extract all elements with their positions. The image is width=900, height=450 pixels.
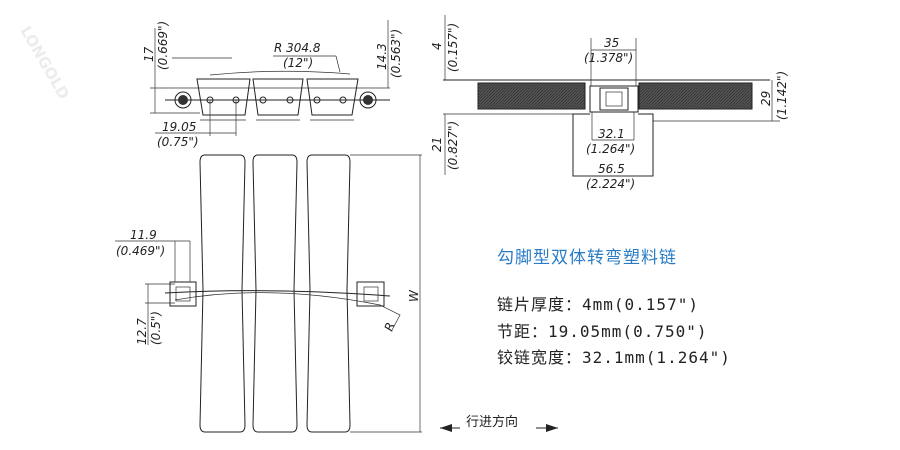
section-view: 4 (0.157") 35 (1.378") 21 (0.827") 32.1 … xyxy=(430,15,789,191)
right-dim: 14.3 xyxy=(375,43,389,70)
base-dim-in: (2.224") xyxy=(586,177,635,191)
radius-dim: R 304.8 xyxy=(274,41,321,55)
offset-dim: 12.7 xyxy=(135,318,149,345)
plan-view: 11.9 (0.469") 12.7 (0.5") W R xyxy=(115,154,422,433)
pitch-dim: 19.05 xyxy=(162,120,196,134)
base-dim: 56.5 xyxy=(598,162,625,176)
top-dim-in: (1.378") xyxy=(584,51,633,65)
right-dim-in: (0.563") xyxy=(389,29,403,78)
total-dim-in: (1.142") xyxy=(775,71,789,120)
total-dim: 29 xyxy=(759,91,773,106)
thickness-dim: 4 xyxy=(430,42,444,50)
svg-text:LONGOLD: LONGOLD xyxy=(17,23,73,102)
product-title: 勾脚型双体转弯塑料链 xyxy=(497,248,677,268)
direction-arrow xyxy=(440,410,558,432)
tab-dim-in: (0.469") xyxy=(116,244,165,258)
direction-label: 行进方向 xyxy=(466,415,519,430)
height-dim: 17 xyxy=(142,46,156,62)
radius-dim-in: (12") xyxy=(283,56,313,70)
hinge-dim: 32.1 xyxy=(598,127,625,141)
side-view: 17 (0.669") R 304.8 (12") 14.3 (0.563") … xyxy=(142,20,403,149)
hinge-dim-in: (1.264") xyxy=(586,142,635,156)
tab-dim: 11.9 xyxy=(130,228,157,242)
watermark: LONGOLD xyxy=(17,23,73,102)
offset-dim-in: (0.5") xyxy=(149,311,163,345)
spec-pitch: 节距：19.05mm(0.750") xyxy=(497,322,708,341)
pitch-dim-in: (0.75") xyxy=(157,135,199,149)
top-dim: 35 xyxy=(604,36,619,50)
spec-hinge-width: 铰链宽度：32.1mm(1.264") xyxy=(497,348,731,367)
thickness-dim-in: (0.157") xyxy=(446,23,460,72)
depth-dim: 21 xyxy=(430,137,444,152)
radius-label: R xyxy=(382,320,398,333)
height-dim-in: (0.669") xyxy=(156,21,170,70)
depth-dim-in: (0.827") xyxy=(446,121,460,170)
width-label: W xyxy=(407,289,421,302)
spec-plate-thickness: 链片厚度：4mm(0.157") xyxy=(497,295,699,314)
